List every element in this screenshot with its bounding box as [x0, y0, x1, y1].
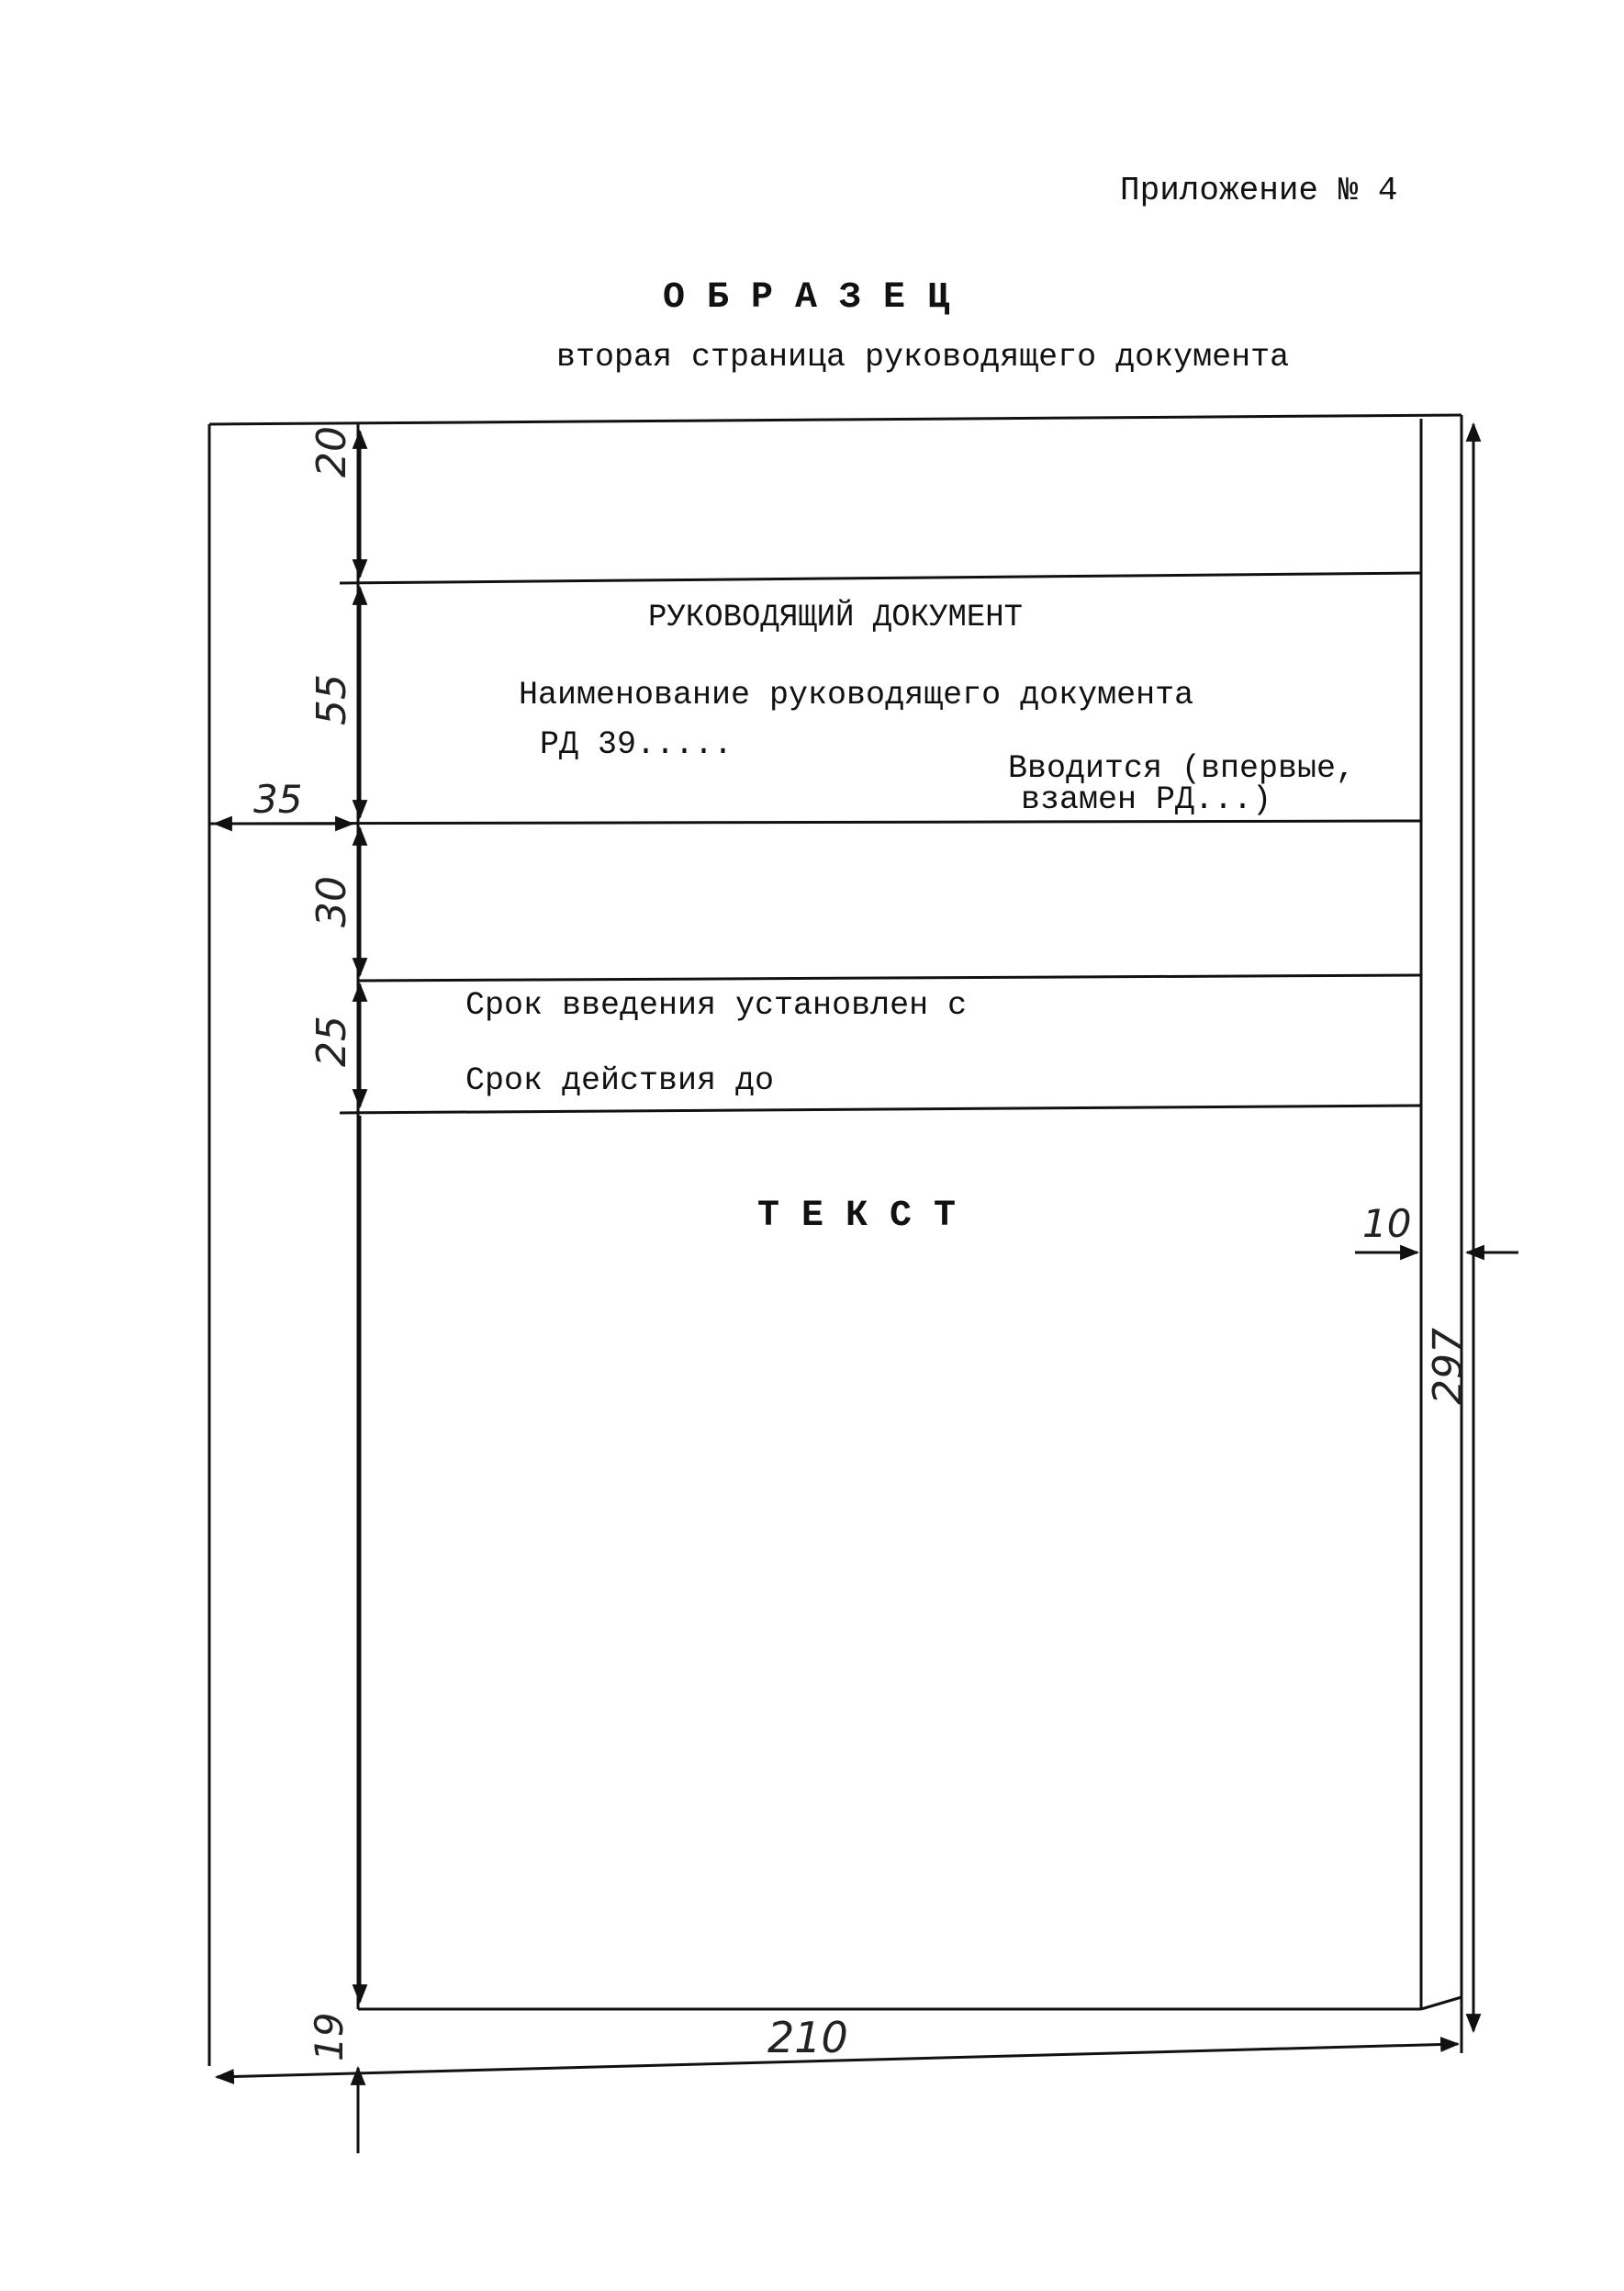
- dim-bottom-margin: 19: [307, 2012, 352, 2061]
- dim-page-height: 297: [1425, 1328, 1472, 1405]
- sample-title: О Б Р А З Е Ц: [663, 277, 950, 319]
- doc-type-heading: РУКОВОДЯЩИЙ ДОКУМЕНТ: [648, 601, 1024, 635]
- body-text-label: Т Е К С Т: [757, 1196, 957, 1237]
- dim-header-block: 55: [308, 674, 355, 725]
- divider-4: [339, 1104, 1422, 1115]
- divider-2: [208, 819, 1422, 825]
- dim-left-margin: 35: [253, 777, 303, 822]
- dim-gap-block: 30: [308, 876, 355, 927]
- valid-until: Срок действия до: [465, 1062, 775, 1099]
- doc-code: РД 39.....: [540, 726, 734, 763]
- dim-right-margin: 10: [1362, 1201, 1412, 1246]
- introduced-line-2: взамен РД...): [1021, 781, 1272, 818]
- right-rail-inner: [1420, 1995, 1462, 2011]
- dim-dates-block: 25: [308, 1016, 355, 1067]
- dim-line-width: [214, 2037, 1461, 2084]
- doc-name: Наименование руководящего документа: [519, 677, 1194, 713]
- sheet-top-edge: [208, 413, 1462, 426]
- effective-from: Срок введения установлен с: [465, 987, 968, 1024]
- dim-page-width: 210: [767, 2013, 848, 2062]
- divider-1: [339, 571, 1422, 585]
- appendix-label: Приложение № 4: [1120, 172, 1398, 209]
- sample-subtitle: вторая страница руководящего документа: [556, 339, 1290, 376]
- introduced-line-1: Вводится (впервые,: [1008, 750, 1356, 787]
- dim-top-margin: 20: [308, 426, 355, 477]
- divider-3: [357, 973, 1422, 983]
